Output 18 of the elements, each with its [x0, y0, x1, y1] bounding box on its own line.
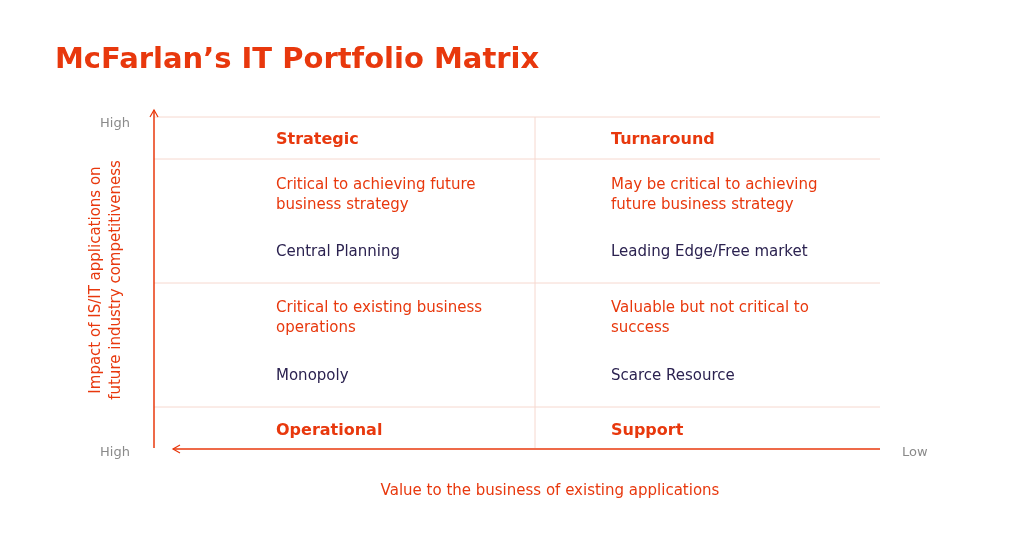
- axis-title: Value to the business of existing applications: [379, 480, 721, 500]
- quadrant-label: Monopoly: [276, 365, 350, 385]
- quadrant-label: Central Planning: [276, 241, 401, 261]
- quadrant-label: Leading Edge/Free market: [611, 241, 809, 261]
- quadrant-description: Critical to achieving future business strategy: [276, 174, 477, 214]
- axis-title: Impact of IS/IT applications on future industry competitiveness: [85, 159, 125, 402]
- quadrant-heading: Operational: [276, 420, 384, 440]
- quadrant-description: May be critical to achieving future business strategy: [611, 174, 819, 214]
- quadrant-heading: Turnaround: [611, 129, 716, 149]
- axis-tick-label: High: [100, 114, 131, 132]
- axis-tick-label: High: [100, 443, 131, 461]
- quadrant-description: Critical to existing business operations: [276, 297, 484, 337]
- quadrant-heading: Support: [611, 420, 685, 440]
- quadrant-label: Scarce Resource: [611, 365, 736, 385]
- axis-tick-label: Low: [902, 443, 929, 461]
- quadrant-description: Valuable but not critical to success: [611, 297, 810, 337]
- title: McFarlan’s IT Portfolio Matrix: [55, 40, 540, 76]
- quadrant-heading: Strategic: [276, 129, 360, 149]
